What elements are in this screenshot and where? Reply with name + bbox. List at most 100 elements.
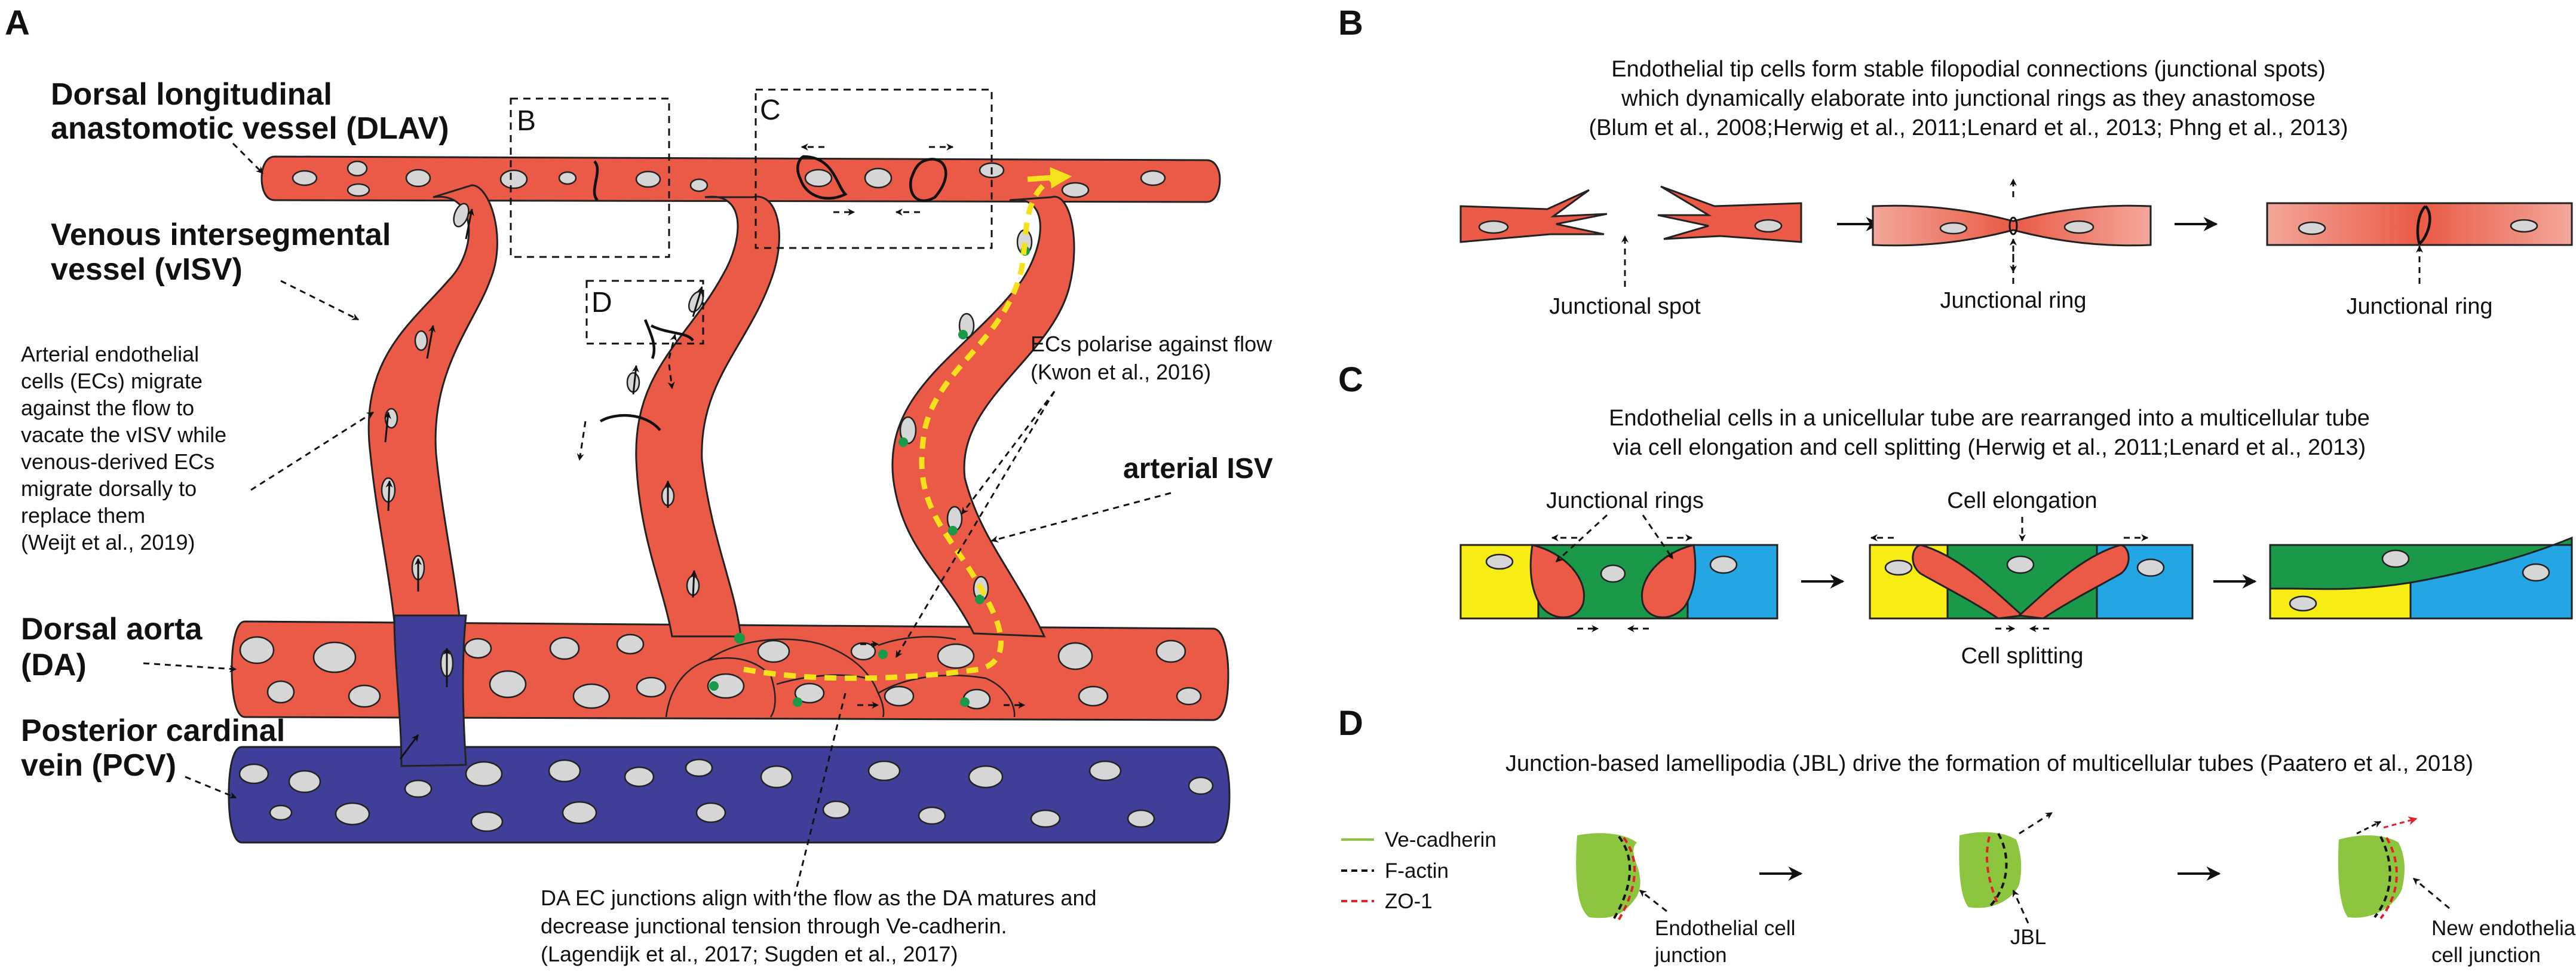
elongated-ring-right — [2017, 544, 2130, 620]
nucleus — [558, 171, 577, 185]
arrow — [631, 365, 639, 395]
nucleus — [1600, 564, 1626, 583]
nucleus — [470, 811, 504, 832]
nucleus — [2289, 595, 2317, 612]
panel-a-letter: A — [5, 4, 30, 42]
panel-b-letter: B — [1338, 4, 1363, 42]
label-da-line2: (DA) — [21, 648, 87, 682]
nucleus — [405, 169, 431, 188]
leader-visv — [280, 280, 360, 321]
green-dot — [958, 330, 968, 339]
label-migrate-line1: Arterial endothelial — [21, 342, 199, 366]
nucleus — [624, 766, 655, 788]
nucleus — [2006, 555, 2035, 574]
nucleus — [312, 641, 357, 673]
nucleus — [1754, 219, 1783, 233]
label-visv-line1: Venous intersegmental — [51, 218, 391, 252]
nucleus — [794, 682, 825, 704]
nucleus — [2063, 220, 2094, 234]
middle-isv — [635, 195, 780, 638]
label-migrate-line4: vacate the vISV while — [21, 422, 226, 447]
cell-border — [776, 674, 867, 685]
leader-rings-right — [1642, 514, 1674, 559]
vein-connector — [393, 614, 467, 767]
junction-ring — [593, 160, 599, 201]
cell-ve-cadherin — [1959, 832, 2022, 908]
cell-blue — [1686, 544, 1778, 620]
nucleus — [1078, 685, 1109, 707]
nucleus — [695, 802, 726, 823]
inset-box-d — [585, 280, 704, 345]
nucleus — [1140, 170, 1166, 186]
nucleus — [1188, 776, 1214, 795]
nucleus — [968, 765, 1004, 789]
arrow — [399, 734, 419, 759]
nucleus — [757, 639, 790, 663]
nucleus — [616, 633, 645, 655]
nucleus — [335, 802, 370, 826]
nucleus — [549, 636, 580, 660]
inset-box-c-label: C — [760, 94, 781, 126]
green-dot — [960, 697, 970, 707]
junction-ring — [599, 414, 661, 431]
label-migrate-line5: venous-derived ECs — [21, 449, 214, 474]
nucleus — [2522, 563, 2550, 582]
leader-arterial-isv — [990, 492, 1172, 543]
green-dot — [709, 681, 719, 691]
nucleus — [1088, 760, 1122, 782]
nucleus — [850, 642, 876, 661]
nucleus — [292, 170, 318, 186]
label-new-junction-line1: New endothelial — [2431, 917, 2576, 940]
f-actin-line — [2373, 836, 2391, 918]
label-junctional-spot: Junctional spot — [1549, 294, 1701, 319]
polarised-nuclei — [709, 246, 1030, 707]
arterial-isv — [891, 195, 1075, 638]
nucleus — [562, 801, 597, 825]
vessels — [228, 155, 1231, 844]
posterior-cardinal-vein — [228, 746, 1231, 844]
nucleus — [689, 178, 709, 192]
junction-ring — [643, 319, 656, 359]
nucleus — [635, 170, 661, 188]
cell-green — [2269, 536, 2573, 590]
elongated-ring-left — [1912, 544, 2025, 620]
legend-label-f-actin: F-actin — [1385, 859, 1449, 883]
c-stage-multicellular — [2269, 536, 2573, 620]
nucleus — [2298, 221, 2326, 235]
nucleus — [348, 684, 381, 708]
label-endothelial-junction-line1: Endothelial cell — [1655, 917, 1795, 940]
leader-da — [143, 662, 237, 673]
nucleus — [918, 806, 946, 825]
panel-c-caption-line2: via cell elongation and cell splitting (… — [1613, 435, 2366, 460]
label-arterial-isv: arterial ISV — [1123, 453, 1273, 485]
label-junctions-line1: DA EC junctions align with the flow as t… — [541, 886, 1096, 910]
nucleus — [2381, 549, 2410, 568]
arrow — [465, 208, 474, 240]
nucleus — [288, 770, 321, 794]
panel-c-caption-line1: Endothelial cells in a unicellular tube … — [1609, 406, 2370, 431]
c-stage-elongation: Cell elongation Cell splitting — [1869, 488, 2194, 669]
junction-ring — [2416, 205, 2431, 245]
nucleus — [465, 761, 503, 787]
nucleus — [346, 183, 370, 197]
label-visv-line2: vessel (vISV) — [51, 252, 243, 287]
d-stage-junction: Endothelial cell junction — [1576, 833, 1795, 967]
nucleus — [1061, 182, 1090, 198]
nucleus — [884, 685, 915, 707]
nucleus — [269, 804, 293, 821]
label-endothelial-junction-line2: junction — [1654, 944, 1727, 967]
inset-box-b — [510, 97, 670, 258]
panel-d-caption: Junction-based lamellipodia (JBL) drive … — [1505, 751, 2473, 776]
arrow — [426, 324, 436, 359]
junction-rings-a — [593, 155, 947, 431]
cell-ve-cadherin — [1576, 833, 1640, 918]
junction-ring — [2008, 216, 2018, 235]
leader-migrate — [250, 411, 375, 491]
legend: Ve-cadherin F-actin ZO-1 — [1341, 828, 1496, 913]
zo1-line — [2379, 837, 2398, 920]
panel-c-letter: C — [1338, 360, 1363, 399]
nucleus — [1939, 222, 1968, 235]
zo1-line — [1985, 836, 2000, 906]
label-junctions-line3: (Lagendijk et al., 2017; Sugden et al., … — [541, 942, 958, 966]
